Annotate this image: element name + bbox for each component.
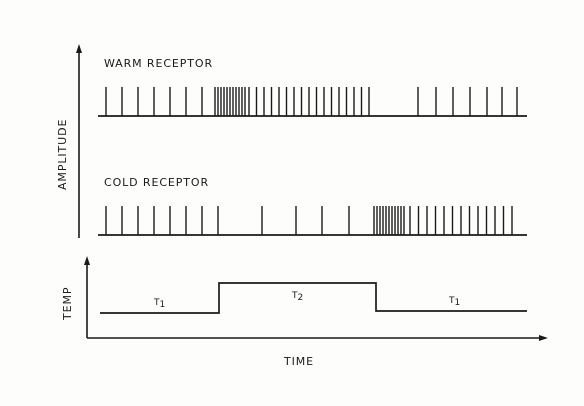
warm-receptor-label: WARM RECEPTOR xyxy=(104,57,213,70)
temp-level-t2-subscript: 2 xyxy=(298,293,304,303)
temp-axis-arrow xyxy=(84,256,90,265)
time-axis-arrow xyxy=(539,335,548,341)
temp-level-t1-left-letter: T xyxy=(153,298,160,308)
cold-receptor-label: COLD RECEPTOR xyxy=(104,176,209,189)
temp-axis-label: TEMP xyxy=(61,287,74,321)
warm-receptor-spikes xyxy=(105,87,518,116)
temp-level-t1-left-subscript: 1 xyxy=(160,300,166,310)
temp-level-t2: T2 xyxy=(291,291,303,303)
temp-level-t1-left: T1 xyxy=(153,298,165,310)
amplitude-axis-label: AMPLITUDE xyxy=(56,119,69,190)
temperature-step-trace xyxy=(100,282,527,314)
temp-level-t1-right-letter: T xyxy=(448,296,455,306)
temp-level-t1-right-subscript: 1 xyxy=(455,298,461,308)
cold-receptor-spikes xyxy=(105,206,513,235)
amplitude-axis-arrow xyxy=(76,44,82,53)
temp-level-t1-right: T1 xyxy=(448,296,460,308)
temp-level-t2-letter: T xyxy=(291,291,298,301)
time-axis-label: TIME xyxy=(283,355,314,368)
